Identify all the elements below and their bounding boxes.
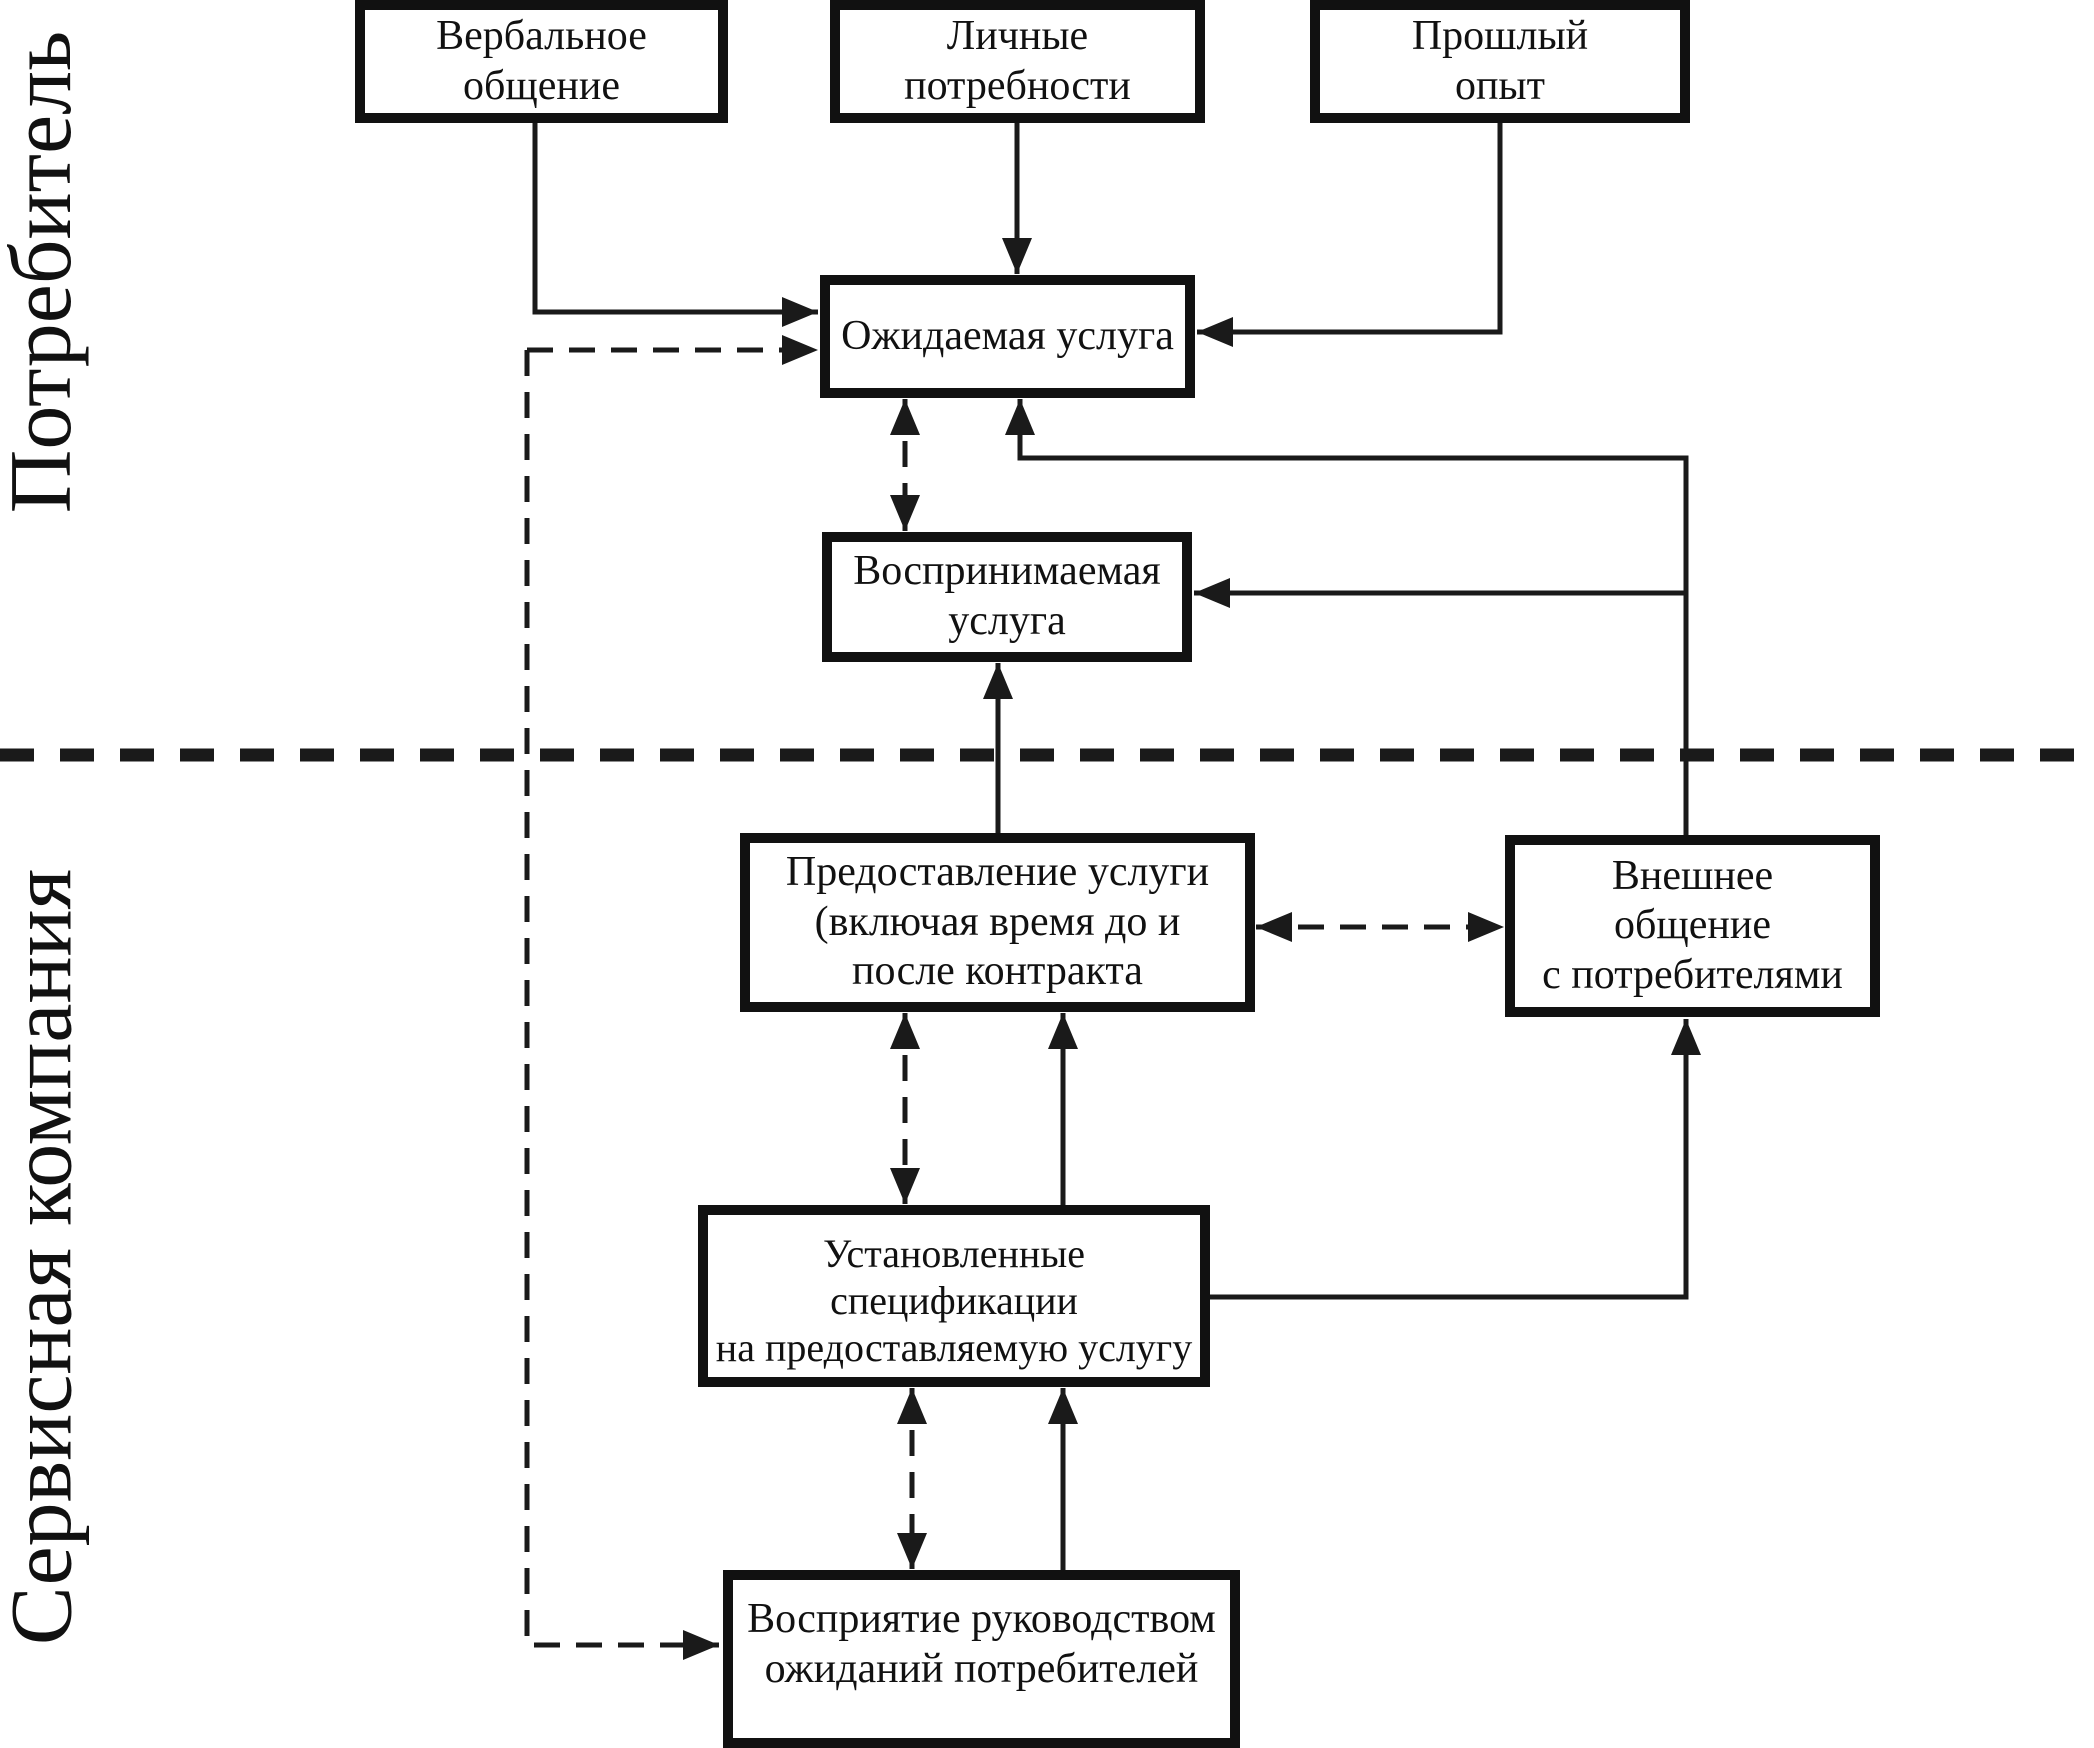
specifications-label: Установленные спецификации на предоставл… [715, 1231, 1193, 1371]
management-perception-label: Восприятие руководством ожиданий потреби… [747, 1596, 1216, 1692]
edge-gap-management-to-expected-bottom [524, 350, 719, 1660]
service-delivery-label: Предоставление услуги (включая время до … [785, 849, 1210, 995]
word-of-mouth-label: Вербальное общение [436, 12, 647, 109]
company-lane-label: Сервисная компания [0, 868, 91, 1646]
box-service-delivery [740, 833, 1255, 1012]
expected-service-label: Ожидаемая услуга [841, 312, 1174, 359]
box-external-communication [1505, 835, 1880, 1017]
box-perceived-service [822, 532, 1192, 662]
external-communication-label: Внешнее общение с потребителями [1542, 852, 1843, 998]
personal-needs-label: Личные потребности [904, 12, 1131, 109]
edge-external-comm-to-expected [1005, 399, 1689, 840]
box-expected-service [820, 275, 1195, 398]
past-experience-label: Прошлый опыт [1411, 12, 1589, 109]
box-specifications [698, 1205, 1210, 1387]
box-word-of-mouth [355, 0, 728, 123]
edge-specs-to-external-comm [1205, 1019, 1701, 1300]
box-personal-needs [830, 0, 1205, 123]
box-past-experience [1310, 0, 1690, 123]
perceived-service-label: Воспринимаемая услуга [853, 548, 1161, 644]
edge-word-of-mouth-to-expected [532, 118, 818, 327]
edge-past-experience-to-expected [1197, 118, 1503, 347]
box-management-perception [723, 1570, 1240, 1748]
consumer-lane-label: Потребитель [0, 30, 90, 514]
